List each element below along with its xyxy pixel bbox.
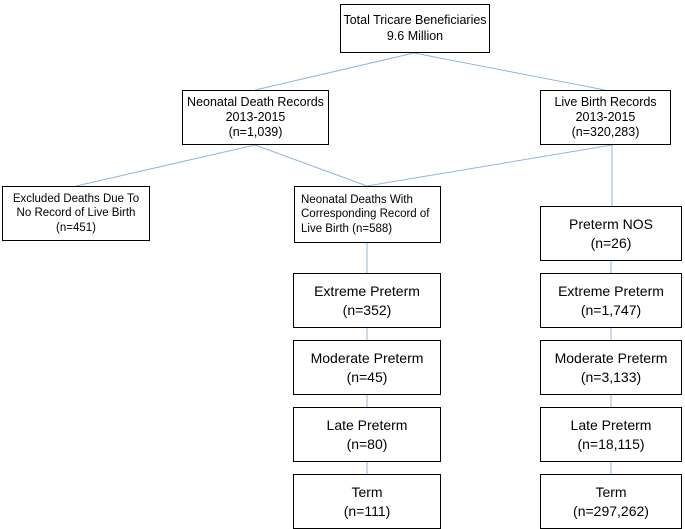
live-birth-records-box: Live Birth Records 2013-2015 (n=320,283) [540,90,671,145]
total-title: Total Tricare Beneficiaries [343,13,487,28]
left-late-label: Late Preterm [326,416,408,433]
corresponding-line-3: Live Birth (n=588) [301,222,393,235]
corresponding-line-1: Neonatal Deaths With [301,194,413,207]
corresponding-line-2: Corresponding Record of [301,208,430,221]
right-nos-label: Preterm NOS [568,215,653,232]
connector-total-live [413,52,606,91]
right-late-label: Late Preterm [570,416,652,433]
right-moderate-preterm-box: Moderate Preterm (n=3,133) [540,340,682,395]
left-moderate-preterm-box: Moderate Preterm (n=45) [293,340,441,395]
excluded-count: (n=451) [56,221,96,234]
right-extreme-count: (n=1,747) [580,301,642,318]
left-extreme-count: (n=352) [342,301,392,318]
live-count: (n=320,283) [571,125,640,140]
right-preterm-nos-box: Preterm NOS (n=26) [540,206,682,261]
corresponding-deaths-box: Neonatal Deaths With Corresponding Recor… [294,186,441,243]
total-count: 9.6 Million [386,28,444,43]
neonatal-years: 2013-2015 [225,109,286,124]
neonatal-death-records-box: Neonatal Death Records 2013-2015 (n=1,03… [182,90,329,145]
neonatal-count: (n=1,039) [228,125,283,140]
right-extreme-label: Extreme Preterm [558,282,664,299]
right-term-box: Term (n=297,262) [540,474,682,529]
live-title: Live Birth Records [554,94,657,109]
right-late-count: (n=18,115) [577,435,645,452]
connector-neonatal-excluded [75,144,256,187]
left-term-label: Term [351,483,383,500]
left-extreme-preterm-box: Extreme Preterm (n=352) [293,273,441,328]
left-moderate-count: (n=45) [346,368,388,385]
left-late-preterm-box: Late Preterm (n=80) [293,407,441,462]
neonatal-title: Neonatal Death Records [187,94,324,109]
excluded-line-1: Excluded Deaths Due To [12,193,140,206]
right-term-count: (n=297,262) [573,502,649,519]
right-nos-count: (n=26) [590,234,632,251]
right-moderate-count: (n=3,133) [580,368,642,385]
connector-live-corresponding [366,144,613,187]
connector-total-neonatal [254,52,415,91]
connector-neonatal-corresponding [254,144,368,187]
right-term-label: Term [595,483,627,500]
left-term-count: (n=111) [343,502,391,519]
left-late-count: (n=80) [346,435,388,452]
live-years: 2013-2015 [575,109,636,124]
total-beneficiaries-box: Total Tricare Beneficiaries 9.6 Million [340,4,490,53]
excluded-deaths-box: Excluded Deaths Due To No Record of Live… [2,186,150,241]
left-moderate-label: Moderate Preterm [310,349,424,366]
left-term-box: Term (n=111) [293,474,441,529]
left-extreme-label: Extreme Preterm [314,282,420,299]
excluded-line-2: No Record of Live Birth [16,207,136,220]
right-late-preterm-box: Late Preterm (n=18,115) [540,407,682,462]
right-moderate-label: Moderate Preterm [554,349,668,366]
right-extreme-preterm-box: Extreme Preterm (n=1,747) [540,273,682,328]
